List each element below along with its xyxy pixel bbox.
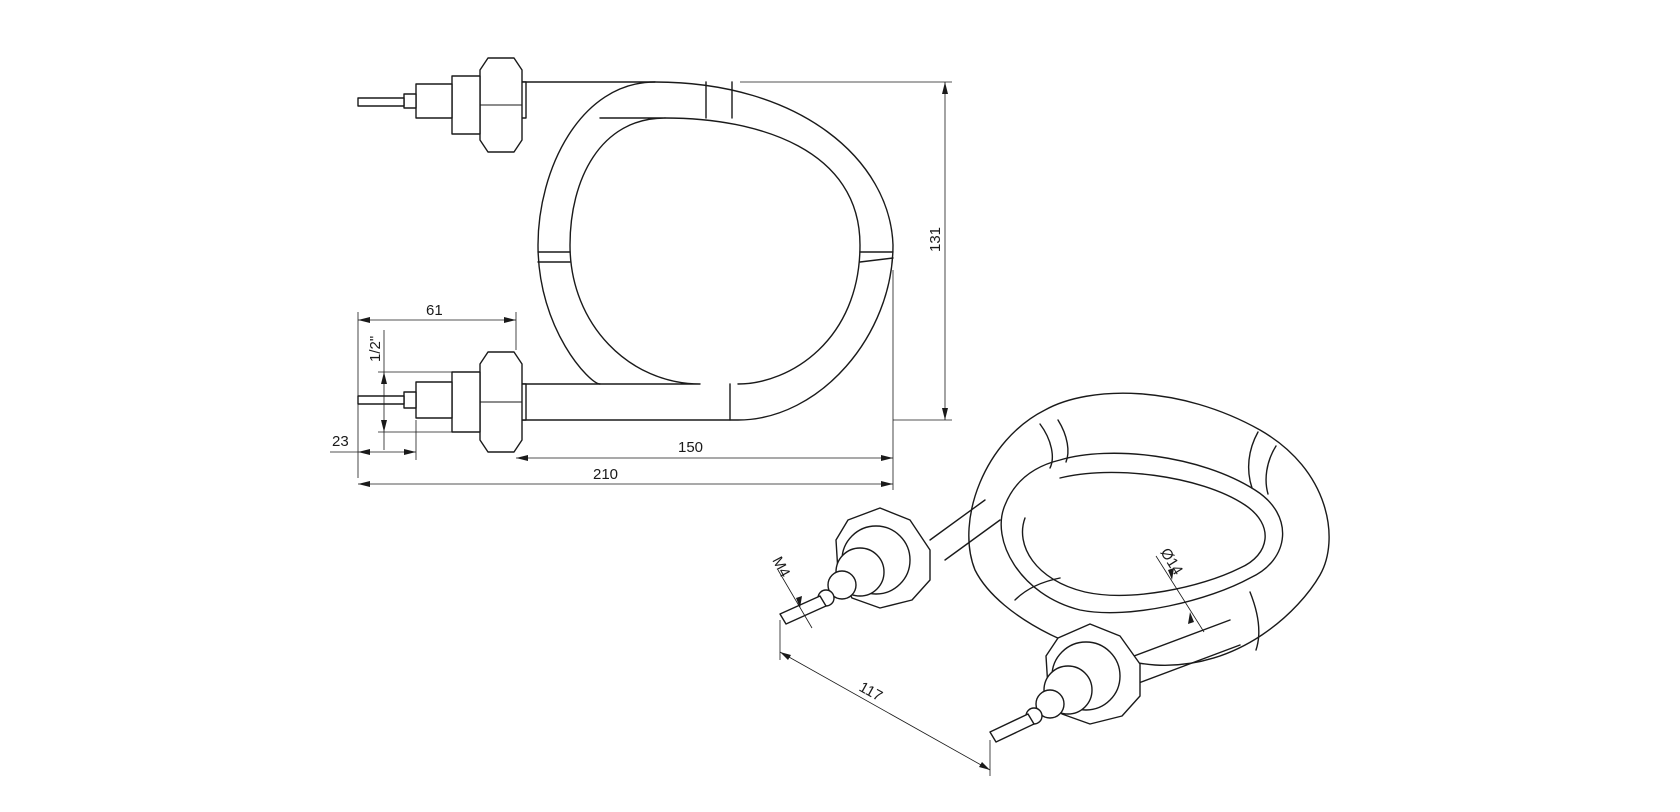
iso-upper-pin [779, 595, 827, 625]
upper-terminal-pin [357, 97, 405, 107]
upper-terminal [357, 57, 527, 153]
lower-terminal [357, 351, 527, 453]
iso-upper-terminal [779, 507, 931, 625]
iso-lower-pin [989, 713, 1035, 743]
iso-seam-4 [1265, 445, 1277, 495]
iso-seam-3 [1247, 431, 1259, 489]
dim-half-inch: 1/2" [367, 330, 452, 450]
upper-insulator [415, 83, 453, 119]
iso-ring-outer [968, 392, 1330, 666]
iso-lower-terminal [989, 623, 1141, 743]
front-view: 61 1/2" 23 150 [330, 57, 952, 490]
upper-fitting [451, 75, 481, 135]
seam-left [537, 251, 571, 263]
dim-61-label: 61 [426, 302, 443, 319]
dim-m4-label: M4 [768, 554, 793, 580]
iso-seam-2 [1057, 419, 1069, 463]
dim-150-label: 150 [678, 439, 703, 456]
iso-seam-6 [1249, 591, 1260, 651]
dim-150: 150 [516, 270, 894, 490]
lower-terminal-pin [357, 395, 405, 405]
dim-117-label: 117 [856, 679, 885, 705]
upper-terminal-nut [403, 93, 417, 109]
iso-lower-insulator [1035, 689, 1065, 719]
dim-61: 61 [357, 302, 517, 478]
loop-inner-right [664, 117, 861, 385]
dim-131-label: 131 [927, 227, 944, 252]
iso-tube-upper [929, 499, 1001, 561]
dim-210: 210 [358, 466, 893, 487]
dim-23: 23 [330, 420, 417, 460]
dim-117: 117 [779, 620, 991, 776]
loop-inner-contour [517, 117, 701, 385]
lower-terminal-nut [403, 391, 417, 409]
iso-ring-inner [1000, 452, 1284, 614]
dim-dia14-label: Ø14 [1157, 545, 1186, 578]
seam-right [859, 251, 894, 263]
loop-body [537, 81, 656, 385]
lower-fitting [451, 371, 481, 433]
iso-ring-inner-edge [1021, 471, 1266, 597]
isometric-view: 117 M4 Ø14 [768, 392, 1330, 776]
dim-half-inch-label: 1/2" [367, 336, 384, 362]
iso-upper-insulator [827, 570, 857, 600]
dim-23-label: 23 [332, 433, 349, 450]
dim-210-label: 210 [593, 466, 618, 483]
iso-seam-1 [1039, 423, 1053, 469]
iso-seam-5 [1014, 577, 1061, 601]
loop-outer-contour [517, 81, 894, 421]
lower-insulator [415, 381, 453, 419]
dim-131: 131 [740, 81, 952, 421]
